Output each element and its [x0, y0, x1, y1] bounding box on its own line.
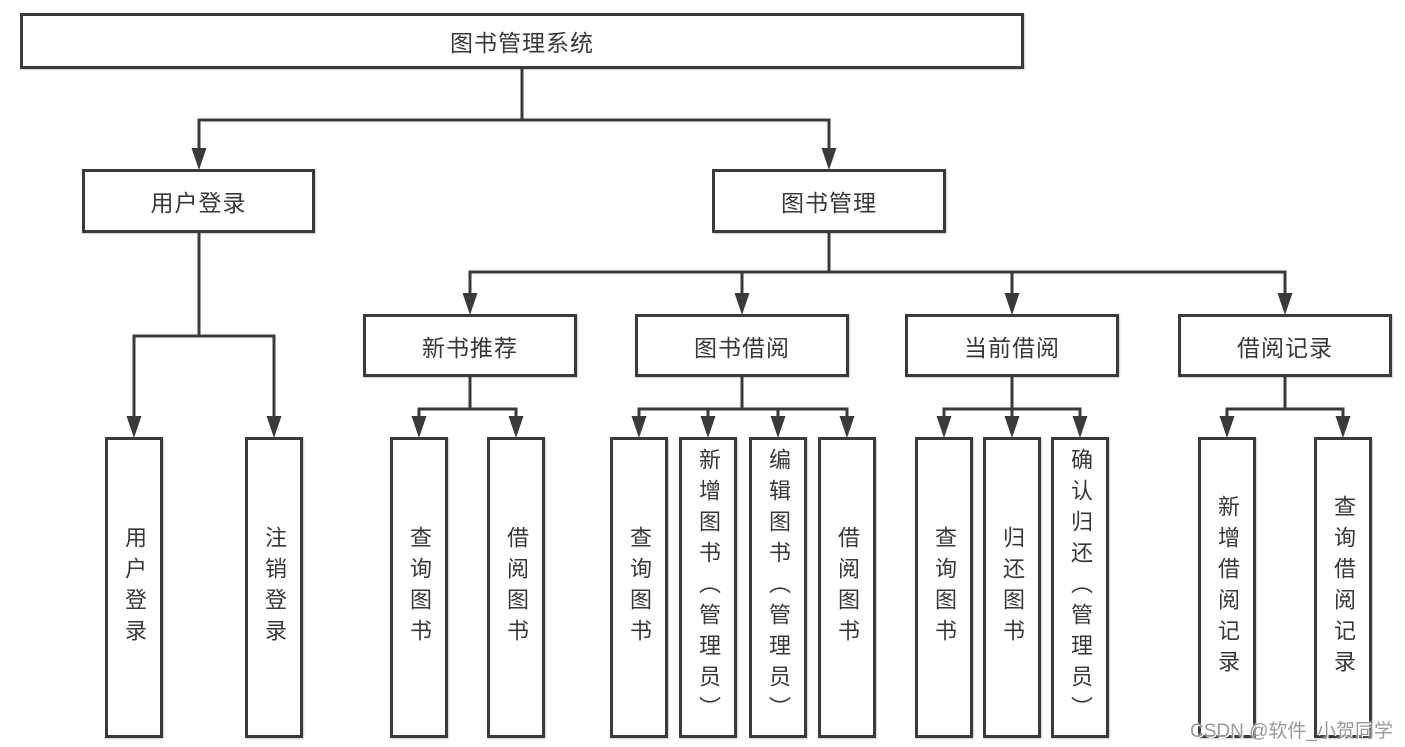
- node-book-management: 图书管理: [712, 169, 946, 233]
- edge-book-management-to-level3: [462, 231, 1293, 315]
- arrow-down-icon: [1335, 416, 1351, 438]
- arrow-down-icon: [508, 416, 524, 438]
- leaf-records-query-record: 查询借阅记录: [1314, 437, 1372, 738]
- node-label: 借阅记录: [1237, 334, 1333, 361]
- node-label: 新书推荐: [422, 334, 518, 361]
- node-book-borrow: 图书借阅: [635, 314, 849, 377]
- node-current-borrow: 当前借阅: [905, 314, 1119, 377]
- arrow-down-icon: [1004, 293, 1020, 315]
- arrow-down-icon: [411, 416, 427, 438]
- arrow-down-icon: [191, 148, 207, 170]
- edge-user-login-to-leaves: [126, 231, 282, 438]
- node-label: 用户登录: [150, 190, 247, 216]
- arrow-down-icon: [839, 416, 855, 438]
- arrow-down-icon: [126, 416, 142, 438]
- node-label: 当前借阅: [964, 334, 1060, 361]
- arrow-down-icon: [1219, 416, 1235, 438]
- edge-root-to-level2: [191, 67, 837, 170]
- node-new-book-recommend: 新书推荐: [363, 314, 577, 377]
- node-label: 图书借阅: [694, 334, 790, 361]
- leaf-current-return-books: 归还图书: [983, 437, 1041, 738]
- node-label: 图书管理: [781, 190, 877, 216]
- arrow-down-icon: [936, 416, 952, 438]
- leaf-label: 新增图书（管理员）: [696, 448, 721, 727]
- leaf-current-query-books: 查询图书: [915, 437, 973, 738]
- leaf-borrow-borrow-books: 借阅图书: [818, 437, 876, 738]
- leaf-label: 新增借阅记录: [1215, 494, 1240, 681]
- watermark: CSDN @软件_小贺同学: [1190, 721, 1393, 742]
- arrow-down-icon: [734, 293, 750, 315]
- leaf-label: 查询图书: [407, 525, 432, 650]
- leaf-label: 查询图书: [932, 525, 957, 650]
- arrow-down-icon: [631, 416, 647, 438]
- leaf-newbook-query-books: 查询图书: [390, 437, 448, 738]
- leaf-borrow-add-book-admin: 新增图书（管理员）: [679, 437, 737, 738]
- leaf-logout: 注销登录: [245, 437, 303, 738]
- leaf-label: 用户登录: [122, 525, 147, 650]
- edge-borrow-records-to-leaves: [1219, 375, 1351, 438]
- node-root-label: 图书管理系统: [450, 30, 594, 56]
- leaf-label: 查询借阅记录: [1331, 494, 1356, 681]
- leaf-label: 借阅图书: [835, 525, 860, 650]
- leaf-label: 查询图书: [627, 525, 652, 650]
- leaf-label: 归还图书: [1000, 525, 1025, 650]
- leaf-label: 编辑图书（管理员）: [766, 448, 791, 727]
- arrow-down-icon: [821, 148, 837, 170]
- leaf-borrow-query-books: 查询图书: [610, 437, 668, 738]
- edge-current-borrow-to-leaves: [936, 375, 1088, 438]
- arrow-down-icon: [1277, 293, 1293, 315]
- edge-book-borrow-to-leaves: [631, 375, 855, 438]
- arrow-down-icon: [462, 293, 478, 315]
- leaf-records-add-record: 新增借阅记录: [1198, 437, 1256, 738]
- arrow-down-icon: [1004, 416, 1020, 438]
- arrow-down-icon: [770, 416, 786, 438]
- leaf-borrow-edit-book-admin: 编辑图书（管理员）: [749, 437, 807, 738]
- leaf-label: 确认归还（管理员）: [1068, 448, 1093, 727]
- leaf-newbook-borrow-books: 借阅图书: [487, 437, 545, 738]
- arrow-down-icon: [700, 416, 716, 438]
- node-borrow-records: 借阅记录: [1178, 314, 1392, 377]
- node-root: 图书管理系统: [20, 13, 1024, 69]
- leaf-current-confirm-return-admin: 确认归还（管理员）: [1051, 437, 1109, 738]
- leaf-label: 注销登录: [262, 525, 287, 650]
- arrow-down-icon: [266, 416, 282, 438]
- node-user-login-branch: 用户登录: [82, 169, 315, 233]
- leaf-label: 借阅图书: [504, 525, 529, 650]
- leaf-user-login: 用户登录: [105, 437, 163, 738]
- edge-new-book-recommend-to-leaves: [411, 375, 524, 438]
- arrow-down-icon: [1072, 416, 1088, 438]
